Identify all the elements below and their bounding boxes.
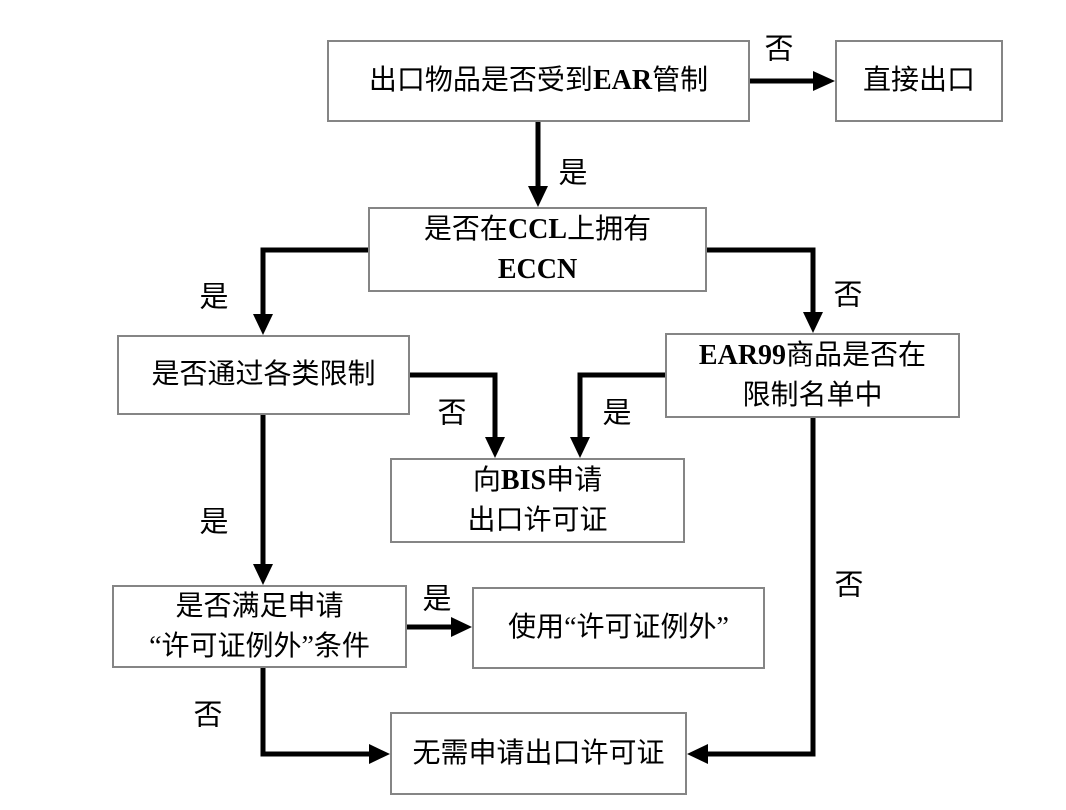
node-bis-apply-line2: 出口许可证 — [467, 504, 608, 536]
node-exception-check: 是否满足申请 “许可证例外”条件 — [112, 585, 407, 668]
node-bis-apply-line1: 向BIS申请 — [472, 464, 603, 496]
node-use-exception-text: 使用“许可证例外” — [508, 612, 729, 643]
node-exception-check-line2: “许可证例外”条件 — [149, 630, 370, 662]
node-restrictions-check: 是否通过各类限制 — [117, 335, 410, 415]
edge-ccl-check-yes-to-restrictions-check — [253, 247, 370, 335]
node-ear-check: 出口物品是否受到EAR管制 — [327, 40, 750, 122]
edge-label-restrictions-check-yes: 是 — [197, 506, 231, 539]
edge-ear99-check-yes-to-bis-apply — [570, 372, 665, 458]
node-direct-export: 直接出口 — [835, 40, 1003, 122]
node-bis-apply: 向BIS申请 出口许可证 — [390, 458, 685, 543]
edge-label-ccl-check-yes: 是 — [197, 281, 231, 314]
node-restrictions-check-text: 是否通过各类限制 — [151, 359, 376, 390]
node-ccl-check-line1: 是否在CCL上拥有 — [423, 213, 652, 245]
edge-exception-check-no-to-no-license — [260, 668, 390, 764]
node-ccl-check: 是否在CCL上拥有 ECCN — [368, 207, 707, 292]
node-ear99-check-line1: EAR99商品是否在 — [698, 339, 927, 371]
node-no-license: 无需申请出口许可证 — [390, 712, 687, 795]
edge-label-ear-check-yes: 是 — [556, 157, 590, 190]
node-direct-export-text: 直接出口 — [862, 65, 975, 96]
edge-restrictions-check-no-to-bis-apply — [410, 372, 505, 458]
node-ccl-check-line2: ECCN — [497, 253, 578, 285]
edge-restrictions-check-yes-to-exception-check — [253, 415, 273, 585]
edge-exception-check-yes-to-use-exception — [407, 617, 472, 637]
edge-ear-check-yes-to-ccl-check — [528, 122, 548, 207]
edge-ccl-check-no-to-ear99-check — [705, 247, 823, 333]
node-ear99-check-line2: 限制名单中 — [742, 379, 883, 411]
node-use-exception: 使用“许可证例外” — [472, 587, 765, 669]
edge-ear99-check-no-to-no-license — [687, 418, 816, 764]
node-no-license-text: 无需申请出口许可证 — [412, 737, 665, 769]
edge-label-ccl-check-no: 否 — [831, 279, 865, 312]
edge-label-exception-check-yes: 是 — [420, 583, 454, 616]
edge-label-ear-check-no: 否 — [762, 33, 796, 66]
edge-label-exception-check-no: 否 — [191, 699, 225, 732]
node-exception-check-line1: 是否满足申请 — [175, 590, 344, 622]
edge-label-ear99-check-yes: 是 — [600, 397, 634, 430]
edge-ear-check-no-to-direct-export — [750, 71, 835, 91]
node-ear99-check: EAR99商品是否在 限制名单中 — [665, 333, 960, 418]
edge-label-restrictions-check-no: 否 — [435, 397, 469, 430]
node-ear-check-text: 出口物品是否受到EAR管制 — [368, 65, 709, 96]
edge-label-ear99-check-no: 否 — [832, 569, 866, 602]
